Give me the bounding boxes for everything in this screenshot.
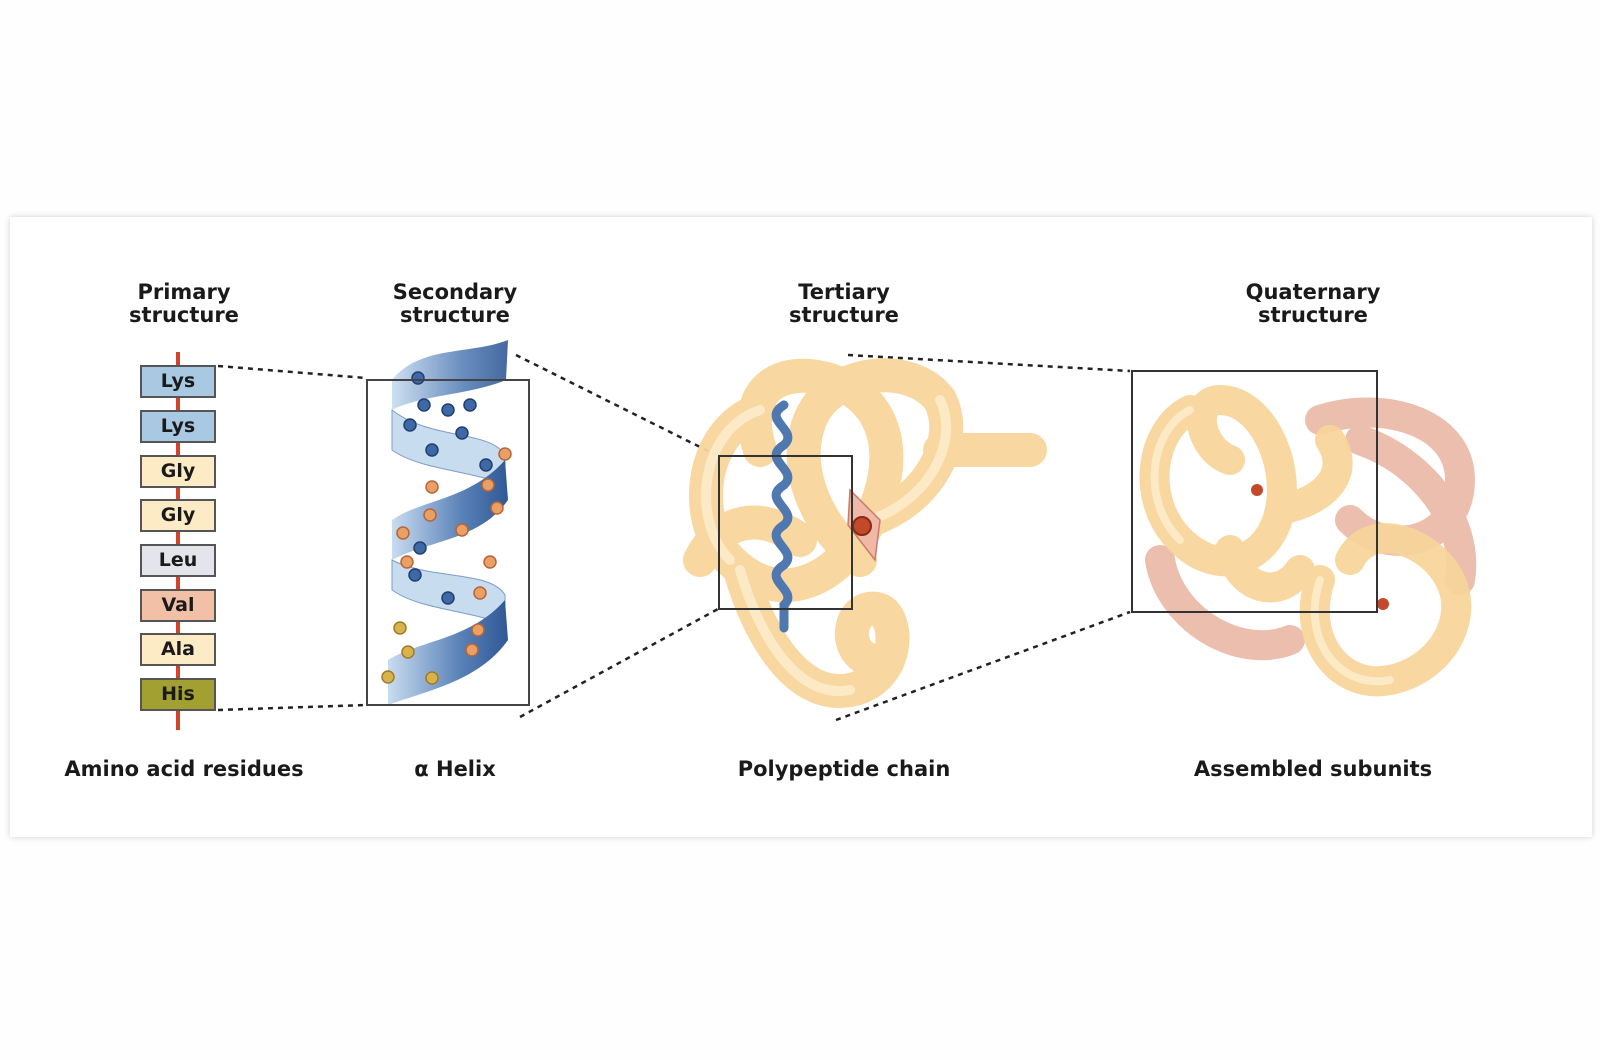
residue-label: Val [161, 594, 195, 616]
title-line: structure [129, 303, 239, 327]
residue-box: His [140, 678, 216, 711]
residue-box: Gly [140, 455, 216, 488]
title-line: Tertiary [798, 280, 890, 304]
secondary-caption: α Helix [414, 757, 496, 781]
residue-label: Lys [160, 370, 196, 392]
residue-label: Gly [160, 460, 196, 482]
residue-box: Leu [140, 544, 216, 577]
residue-box: Lys [140, 365, 216, 398]
residue-box: Val [140, 589, 216, 622]
residue-label: Gly [160, 504, 196, 526]
residue-label: His [161, 683, 195, 705]
zoom-connectors [217, 353, 1131, 722]
residue-box: Gly [140, 499, 216, 532]
title-line: structure [789, 303, 899, 327]
title-line: Secondary [392, 280, 518, 304]
title-line: structure [400, 303, 510, 327]
residue-label: Lys [160, 415, 196, 437]
polypeptide-chain-illustration [683, 358, 1047, 709]
residue-label: Ala [160, 638, 196, 660]
assembled-subunits-illustration [1131, 370, 1477, 697]
alpha-helix-illustration [366, 340, 530, 706]
residue-label: Leu [158, 549, 198, 571]
primary-caption: Amino acid residues [64, 757, 304, 781]
title-line: structure [1258, 303, 1368, 327]
residue-box: Lys [140, 410, 216, 443]
residue-box: Ala [140, 633, 216, 666]
tertiary-caption: Polypeptide chain [737, 757, 951, 781]
title-line: Quaternary [1245, 280, 1381, 304]
quaternary-caption: Assembled subunits [1193, 757, 1433, 781]
title-line: Primary [137, 280, 231, 304]
